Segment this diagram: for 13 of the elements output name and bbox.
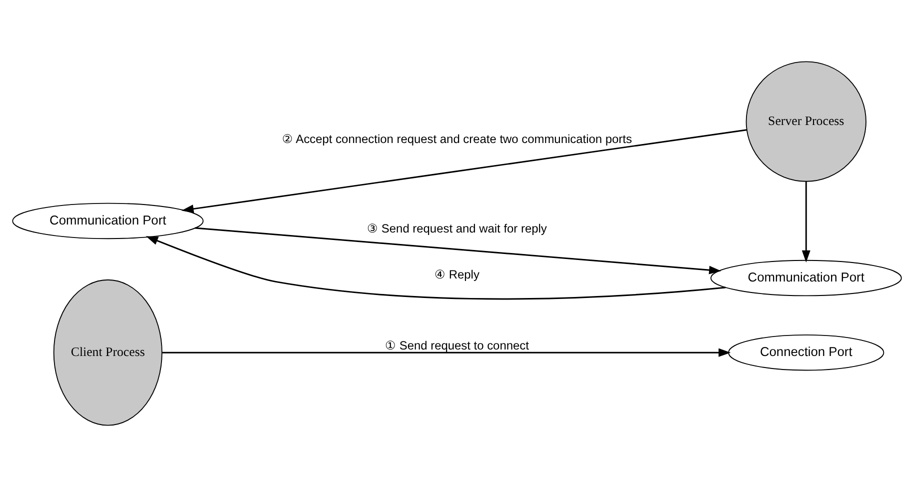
arrow bbox=[802, 181, 810, 263]
node-circle: Server Process bbox=[746, 61, 866, 182]
arrow bbox=[181, 129, 747, 214]
node-ellipse: Connection Port bbox=[728, 334, 884, 371]
edge-label: ① Send request to connect bbox=[385, 338, 529, 352]
edge-label: ② Accept connection request and create two communication ports bbox=[282, 132, 632, 146]
edge-label: ④ Reply bbox=[434, 267, 480, 282]
node-ellipse: Client Process bbox=[53, 279, 162, 426]
node-ellipse: Communication Port bbox=[710, 260, 902, 296]
arrow bbox=[194, 227, 722, 274]
edge-label: ③ Send request and wait for reply bbox=[367, 221, 547, 236]
arrow bbox=[146, 236, 726, 300]
arrow bbox=[162, 348, 731, 357]
